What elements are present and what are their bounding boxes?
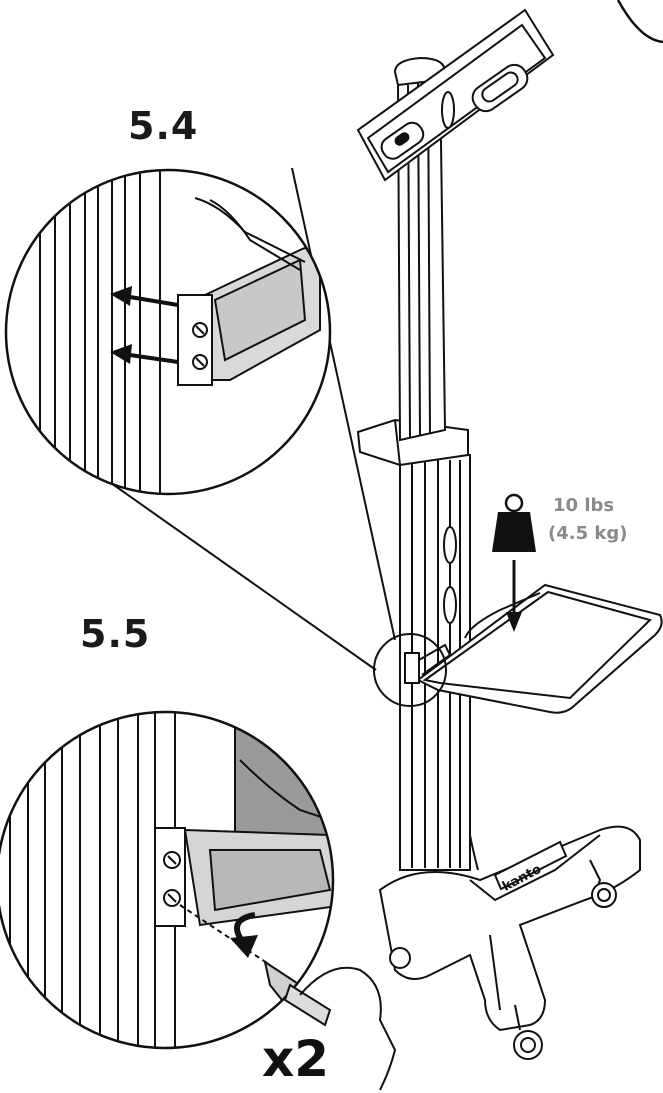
step-label-5-5: 5.5 (80, 612, 151, 656)
shelf (416, 583, 663, 714)
vesa-plate (356, 8, 555, 182)
stand-base (378, 789, 641, 1060)
detail-5-5 (0, 710, 397, 1091)
leader-line-upper (291, 167, 396, 641)
weight-lbs: 10 lbs (553, 495, 615, 516)
step-label-5-4: 5.4 (128, 104, 199, 148)
quantity-label: x2 (262, 1030, 330, 1088)
insert-arrows (110, 286, 179, 364)
weight-icon (492, 493, 536, 552)
load-arrow (506, 560, 522, 632)
weight-kg: (4.5 kg) (548, 523, 628, 544)
shelf-bracket (404, 643, 452, 684)
next-step-callout-edge (616, 0, 663, 44)
caster-right (589, 859, 617, 908)
rotate-arrow-icon (230, 912, 258, 958)
caster-front (513, 1004, 543, 1060)
screwdriver-icon (283, 966, 397, 1091)
detail-5-4 (4, 168, 332, 496)
tv-stand (49, 8, 663, 1060)
caster-left (389, 947, 411, 969)
bracket-callout-ring (373, 633, 447, 707)
